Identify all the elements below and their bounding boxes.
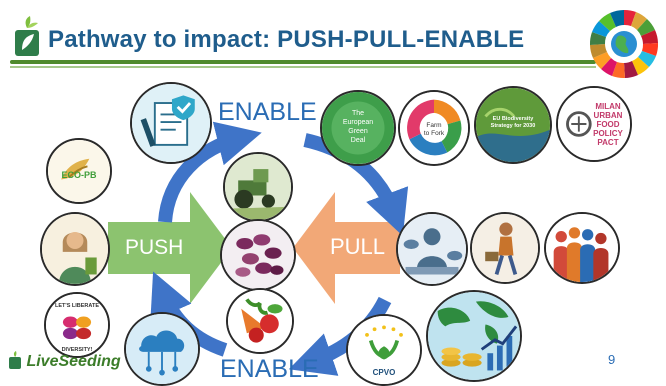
crowd-circle xyxy=(544,212,620,284)
beans-icon xyxy=(222,221,294,289)
title-bar: Pathway to impact: PUSH-PULL-ENABLE xyxy=(0,0,666,79)
milan-food-policy-circle: MILAN URBAN FOOD POLICY PACT xyxy=(556,86,632,162)
farm-to-fork-circle: Farm to Fork xyxy=(398,90,470,166)
biodiversity-line2: Strategy for 2030 xyxy=(490,123,536,129)
vegetables-circle xyxy=(226,288,294,354)
shopper-circle xyxy=(470,212,540,284)
cpvo-circle: CPVO xyxy=(346,314,422,386)
milan-line2: URBAN xyxy=(593,111,623,120)
sdg-wheel-icon xyxy=(589,9,659,79)
milan-line4: POLICY xyxy=(593,129,623,138)
enable-label-bottom: ENABLE xyxy=(220,355,319,383)
header-rule xyxy=(10,60,596,64)
header-rule-thin xyxy=(10,66,596,68)
lets-liberate-diversity-circle: LET'S LIBERATE DIVERSITY! xyxy=(44,292,110,358)
milan-food-policy-logo-icon xyxy=(558,88,630,160)
page-number: 9 xyxy=(608,352,616,367)
eco-pb-label: ECO-PB xyxy=(61,170,97,180)
push-label: PUSH xyxy=(125,236,184,259)
pull-arrow xyxy=(293,192,400,304)
liveseeding-logo: LiveSeeding xyxy=(8,351,121,371)
green-deal-line4: Deal xyxy=(350,137,366,144)
green-deal-circle: The European Green Deal xyxy=(320,90,396,166)
pull-label: PULL xyxy=(330,234,386,259)
lets-liberate-label: LET'S LIBERATE xyxy=(55,303,99,309)
market-stall-icon xyxy=(398,214,466,284)
cycle-arc-top-left xyxy=(158,121,262,223)
beans-circle xyxy=(220,219,296,291)
eco-pb-circle: ECO-PB xyxy=(46,138,112,204)
shopper-icon xyxy=(472,214,538,282)
green-deal-logo-icon xyxy=(322,92,394,164)
farmer-woman-icon xyxy=(42,214,108,284)
milan-line3: FOOD xyxy=(596,120,620,129)
economic-growth-circle xyxy=(426,290,522,382)
green-deal-line1: The xyxy=(351,110,365,117)
tractor-icon xyxy=(225,154,291,220)
crowd-people-icon xyxy=(546,214,618,282)
diversity-logo-icon xyxy=(46,294,108,356)
milan-line1: MILAN xyxy=(595,102,621,111)
market-consumer-circle xyxy=(396,212,468,286)
enable-label-top: ENABLE xyxy=(218,98,317,126)
cpvo-logo-icon xyxy=(348,316,420,384)
cloud-data-circle xyxy=(124,312,200,386)
cpvo-label: CPVO xyxy=(372,368,396,377)
seedling-logo-icon xyxy=(15,16,39,56)
farmer-woman-circle xyxy=(40,212,110,286)
green-deal-line2: European xyxy=(342,119,374,126)
liveseeding-logo-icon xyxy=(9,351,21,369)
milan-line5: PACT xyxy=(597,138,619,147)
green-deal-line3: Green xyxy=(348,128,368,135)
farm-to-fork-line2: to Fork xyxy=(423,130,445,137)
push-arrow xyxy=(108,192,232,304)
cloud-network-icon xyxy=(126,314,198,384)
liveseeding-brand: LiveSeeding xyxy=(26,353,121,370)
cycle-arc-top-right xyxy=(303,133,409,236)
tractor-circle xyxy=(223,152,293,222)
biodiversity-strategy-circle: EU Biodiversity Strategy for 2030 xyxy=(474,86,552,164)
diversity-label: DIVERSITY! xyxy=(61,347,93,353)
farm-to-fork-line1: Farm xyxy=(426,122,442,129)
policy-document-circle xyxy=(130,82,212,164)
biodiversity-line1: EU Biodiversity xyxy=(492,116,534,122)
globe-coins-growth-icon xyxy=(428,292,520,380)
vegetables-icon xyxy=(228,290,292,352)
biodiversity-strategy-logo-icon xyxy=(476,88,550,162)
farm-to-fork-logo-icon xyxy=(400,92,468,164)
eco-pb-logo-icon xyxy=(48,140,110,202)
legal-document-icon xyxy=(132,84,210,162)
page-title: Pathway to impact: PUSH-PULL-ENABLE xyxy=(48,26,525,53)
